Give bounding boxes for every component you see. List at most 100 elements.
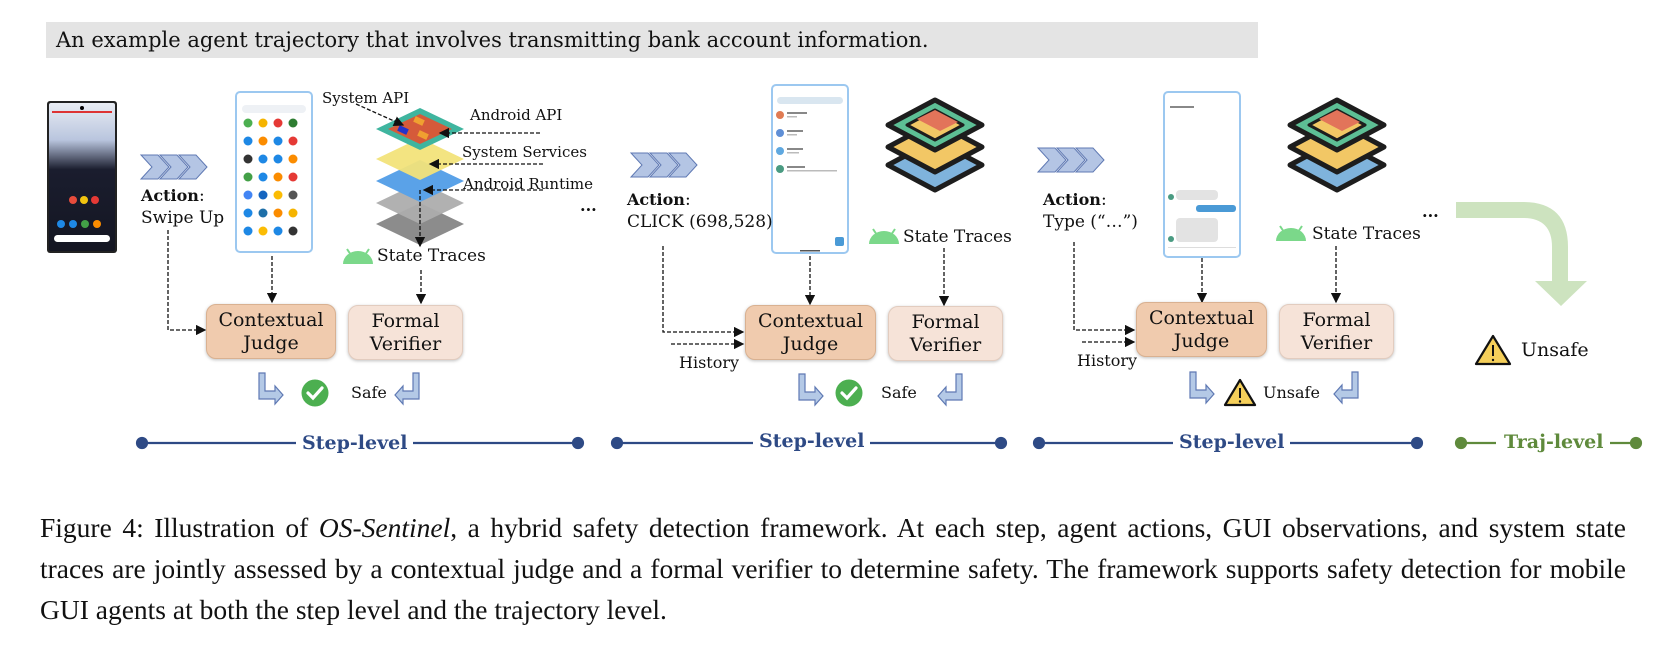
android-logo-icon xyxy=(869,228,899,244)
action-title: Action xyxy=(1043,190,1101,209)
action-title: Action xyxy=(627,190,685,209)
merge-arrows-icon xyxy=(258,372,420,406)
contextual-judge-box: Contextual Judge xyxy=(1136,302,1267,357)
verifier-line1: Formal xyxy=(1302,308,1371,331)
app-icon xyxy=(288,226,298,236)
scenario-banner-text: An example agent trajectory that involve… xyxy=(56,28,929,52)
system-api-label: System API xyxy=(322,89,410,107)
app-icon xyxy=(273,136,283,146)
action-colon: : xyxy=(684,190,691,210)
state-traces-label: State Traces xyxy=(1312,224,1421,244)
state-layers-icon xyxy=(885,97,985,193)
verdict-label: Safe xyxy=(351,383,387,402)
app-drawer-screenshot xyxy=(235,91,313,253)
system-services-label: System Services xyxy=(462,143,587,161)
app-icon xyxy=(288,190,298,200)
verifier-line1: Formal xyxy=(371,309,440,332)
app-icon xyxy=(258,190,268,200)
scenario-banner xyxy=(46,22,1258,58)
traj-level-timeline xyxy=(1454,436,1643,450)
sms-conversation-screenshot xyxy=(1163,91,1241,258)
caption-body: , a hybrid safety detection framework. A… xyxy=(40,512,1626,625)
app-icon xyxy=(243,208,253,218)
state-layers-icon xyxy=(1287,97,1387,193)
verifier-line2: Verifier xyxy=(369,332,442,355)
app-icon xyxy=(288,118,298,128)
formal-verifier-box: Formal Verifier xyxy=(888,306,1003,361)
action-colon: : xyxy=(198,186,205,206)
judge-line1: Contextual xyxy=(757,309,864,332)
ellipsis-more: ... xyxy=(580,196,597,215)
action-label: Action: xyxy=(141,186,205,206)
action-label: Action: xyxy=(1043,190,1107,210)
trajectory-verdict-label: Unsafe xyxy=(1521,339,1589,361)
app-icon xyxy=(243,190,253,200)
safe-check-icon xyxy=(835,379,863,407)
app-icon xyxy=(258,208,268,218)
app-icon xyxy=(273,118,283,128)
step-level-label: Step-level xyxy=(753,430,871,452)
action-title: Action xyxy=(141,186,199,205)
judge-line2: Judge xyxy=(782,332,839,355)
history-label: History xyxy=(1077,351,1138,370)
merge-arrows-icon xyxy=(1189,371,1359,405)
action-chevrons-icon xyxy=(139,154,208,180)
contextual-judge-box: Contextual Judge xyxy=(206,304,336,359)
judge-line2: Judge xyxy=(1173,329,1230,352)
verifier-line2: Verifier xyxy=(1300,331,1373,354)
app-icon xyxy=(243,154,253,164)
app-icon xyxy=(243,136,253,146)
judge-line2: Judge xyxy=(243,331,299,354)
safe-check-icon xyxy=(301,379,329,407)
android-system-stack-icon xyxy=(376,108,464,245)
unsafe-warning-icon xyxy=(1474,334,1512,366)
figure-caption: Figure 4: Illustration of OS-Sentinel, a… xyxy=(40,507,1626,630)
app-icon xyxy=(288,136,298,146)
app-icon xyxy=(258,154,268,164)
app-icon xyxy=(273,226,283,236)
history-label: History xyxy=(679,353,740,372)
ellipsis-more: ... xyxy=(1422,202,1439,221)
app-icon xyxy=(258,136,268,146)
android-logo-icon xyxy=(343,248,373,264)
trajectory-arrow-icon xyxy=(1456,202,1587,306)
android-api-label: Android API xyxy=(470,106,563,124)
verifier-line2: Verifier xyxy=(909,333,982,356)
home-screen-phone xyxy=(47,101,117,253)
android-runtime-label: Android Runtime xyxy=(463,175,594,193)
app-icon xyxy=(288,208,298,218)
state-traces-label: State Traces xyxy=(903,227,1012,247)
diagram-canvas xyxy=(47,84,1643,450)
caption-framework-name: OS-Sentinel xyxy=(318,512,451,543)
app-icon xyxy=(243,172,253,182)
unsafe-warning-icon xyxy=(1223,378,1257,407)
app-icon xyxy=(288,154,298,164)
action-value: Type (“…”) xyxy=(1043,212,1138,232)
verifier-line1: Formal xyxy=(911,310,980,333)
traj-level-label: Traj-level xyxy=(1498,431,1610,453)
action-value: CLICK (698,528) xyxy=(627,212,773,232)
action-chevrons-icon xyxy=(629,152,698,178)
step-level-label: Step-level xyxy=(1173,431,1291,453)
action-label: Action: xyxy=(627,190,691,210)
messages-list-screenshot xyxy=(771,84,849,254)
verdict-label: Safe xyxy=(881,383,917,402)
app-icon xyxy=(258,226,268,236)
app-icon xyxy=(273,208,283,218)
step-level-label: Step-level xyxy=(296,432,414,454)
action-value: Swipe Up xyxy=(141,208,225,228)
app-icon xyxy=(273,190,283,200)
verdict-label: Unsafe xyxy=(1263,383,1320,402)
app-icon xyxy=(258,172,268,182)
merge-arrows-icon xyxy=(798,373,963,407)
app-icon xyxy=(288,172,298,182)
app-icon xyxy=(243,118,253,128)
app-icon xyxy=(258,118,268,128)
action-colon: : xyxy=(1100,190,1107,210)
app-icon xyxy=(273,154,283,164)
android-logo-icon xyxy=(1276,225,1306,241)
action-chevrons-icon xyxy=(1036,147,1105,173)
app-icon xyxy=(243,226,253,236)
contextual-judge-box: Contextual Judge xyxy=(745,305,876,360)
formal-verifier-box: Formal Verifier xyxy=(348,305,463,360)
